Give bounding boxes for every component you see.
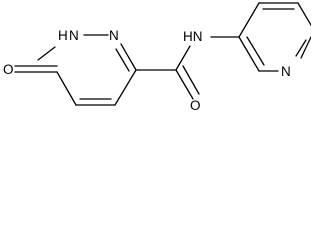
bond-carbonyl-nh (175, 45, 191, 71)
oxo-group (14, 65, 58, 73)
chemical-structure-diagram: O H N N HN O N (3, 2, 311, 113)
pyridine-ring (238, 2, 311, 72)
bond-py-c6-n (300, 36, 311, 59)
bond-carbonyl-o-double (182, 65, 200, 95)
atom-amide-nh: HN (183, 29, 203, 44)
bond-carbonyl-o (175, 69, 194, 100)
bond-py-c6-n-inner (295, 39, 307, 57)
bond-py-c3-c4 (238, 2, 260, 38)
bond-c3-c4 (114, 69, 137, 106)
bond-py-c2-c3-inner (246, 36, 265, 66)
bond-c6-n1 (37, 46, 56, 61)
pyridazinone-ring (37, 34, 137, 106)
bond-n2-c3 (120, 43, 137, 71)
bond-n2-c3-inner (115, 48, 130, 72)
atom-amide-o: O (190, 98, 201, 113)
atom-oxo-o: O (3, 62, 14, 77)
bond-c5-c6 (56, 71, 77, 106)
bond-py-c5-c6 (297, 2, 311, 27)
atom-ring-n: N (109, 28, 119, 43)
amide-group (135, 36, 240, 100)
atom-ring-nh: N (69, 28, 79, 43)
bond-py-c2-c3 (238, 36, 260, 72)
atom-pyridine-n: N (281, 64, 291, 79)
atom-ring-h: H (58, 28, 68, 43)
